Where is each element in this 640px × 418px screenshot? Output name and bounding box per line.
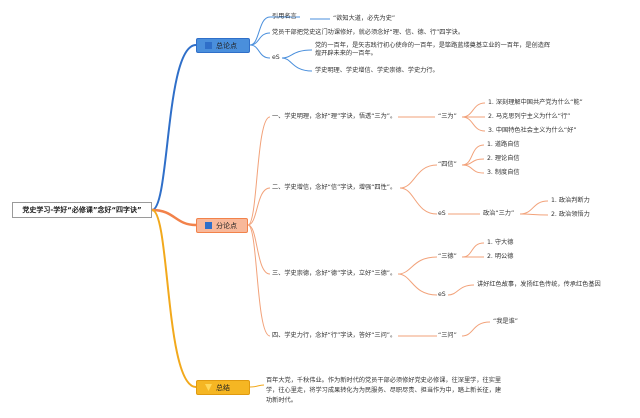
point-2-sub[interactable]: 政治“三力” bbox=[483, 210, 515, 217]
point-3-item[interactable]: 2. 明公德 bbox=[487, 253, 514, 260]
point-3-tag[interactable]: “三德” bbox=[438, 253, 457, 260]
point-3-es-label[interactable]: eS bbox=[438, 291, 446, 298]
point-1[interactable]: 一、学史明理，念好“理”字诀，悟透“三为”。 bbox=[272, 113, 397, 120]
point-2-tag[interactable]: “四信” bbox=[438, 161, 457, 168]
point-4[interactable]: 四、学史力行，念好“行”字诀，答好“三问”。 bbox=[272, 332, 397, 339]
summary-text[interactable]: 百年大党，千秋伟业。作为新时代的党员干部必须修好党史必修课，往深里学，往实里学，… bbox=[266, 377, 502, 404]
point-2-item[interactable]: 3. 制度自信 bbox=[487, 169, 520, 176]
branch-summary[interactable]: 总结 bbox=[196, 380, 250, 395]
branch-sub[interactable]: 分论点 bbox=[196, 218, 248, 233]
square-icon bbox=[205, 222, 212, 229]
general-es-label[interactable]: eS bbox=[272, 54, 280, 61]
branch-general[interactable]: 总论点 bbox=[196, 38, 250, 53]
point-3-extra[interactable]: 讲好红色故事，发扬红色传统，传承红色基因 bbox=[477, 281, 601, 288]
square-icon bbox=[205, 42, 212, 49]
branch-summary-label: 总结 bbox=[216, 383, 230, 392]
point-2-sub-item[interactable]: 2. 政治领悟力 bbox=[551, 211, 590, 218]
point-3[interactable]: 三、学史崇德，念好“德”字诀，立好“三德”。 bbox=[272, 270, 397, 277]
point-4-item[interactable]: “我是谁” bbox=[493, 318, 518, 325]
quote-label[interactable]: 引用名言 bbox=[272, 13, 297, 20]
point-2[interactable]: 二、学史增信，念好“信”字诀，增强“四性”。 bbox=[272, 184, 397, 191]
point-4-tag[interactable]: “三问” bbox=[438, 332, 457, 339]
century-text[interactable]: 党的一百年，是矢志践行初心使命的一百年，是筚路蓝缕奠基立业的一百年，是创造辉煌开… bbox=[315, 42, 551, 57]
link-sub bbox=[151, 208, 197, 227]
point-2-es-label[interactable]: eS bbox=[438, 210, 446, 217]
point-2-item[interactable]: 1. 道路自信 bbox=[487, 141, 520, 148]
point-1-tag[interactable]: “三为” bbox=[438, 113, 457, 120]
point-1-item[interactable]: 2. 马克思列宁主义为什么“行” bbox=[488, 113, 571, 120]
root-topic[interactable]: 党史学习-学好“必修课”念好“四字诀” bbox=[12, 202, 152, 218]
badge-icon bbox=[205, 384, 212, 391]
branch-sub-label: 分论点 bbox=[216, 221, 237, 230]
point-1-item[interactable]: 3. 中国特色社会主义为什么“好” bbox=[488, 127, 577, 134]
quote-text[interactable]: “欲知大道，必先为史” bbox=[333, 15, 396, 22]
link-general bbox=[151, 44, 197, 211]
branch-general-label: 总论点 bbox=[216, 41, 237, 50]
link-summary bbox=[151, 209, 197, 388]
four-studies-text[interactable]: 学史明理、学史增信、学史崇德、学史力行。 bbox=[315, 67, 439, 74]
intro-text[interactable]: 党员干部把党史这门功课修好，就必须念好“理、信、德、行”四字诀。 bbox=[272, 29, 465, 36]
point-2-sub-item[interactable]: 1. 政治判断力 bbox=[551, 197, 590, 204]
point-3-item[interactable]: 1. 守大德 bbox=[487, 239, 514, 246]
point-2-item[interactable]: 2. 理论自信 bbox=[487, 155, 520, 162]
point-1-item[interactable]: 1. 深刻理解中国共产党为什么“能” bbox=[488, 99, 583, 106]
